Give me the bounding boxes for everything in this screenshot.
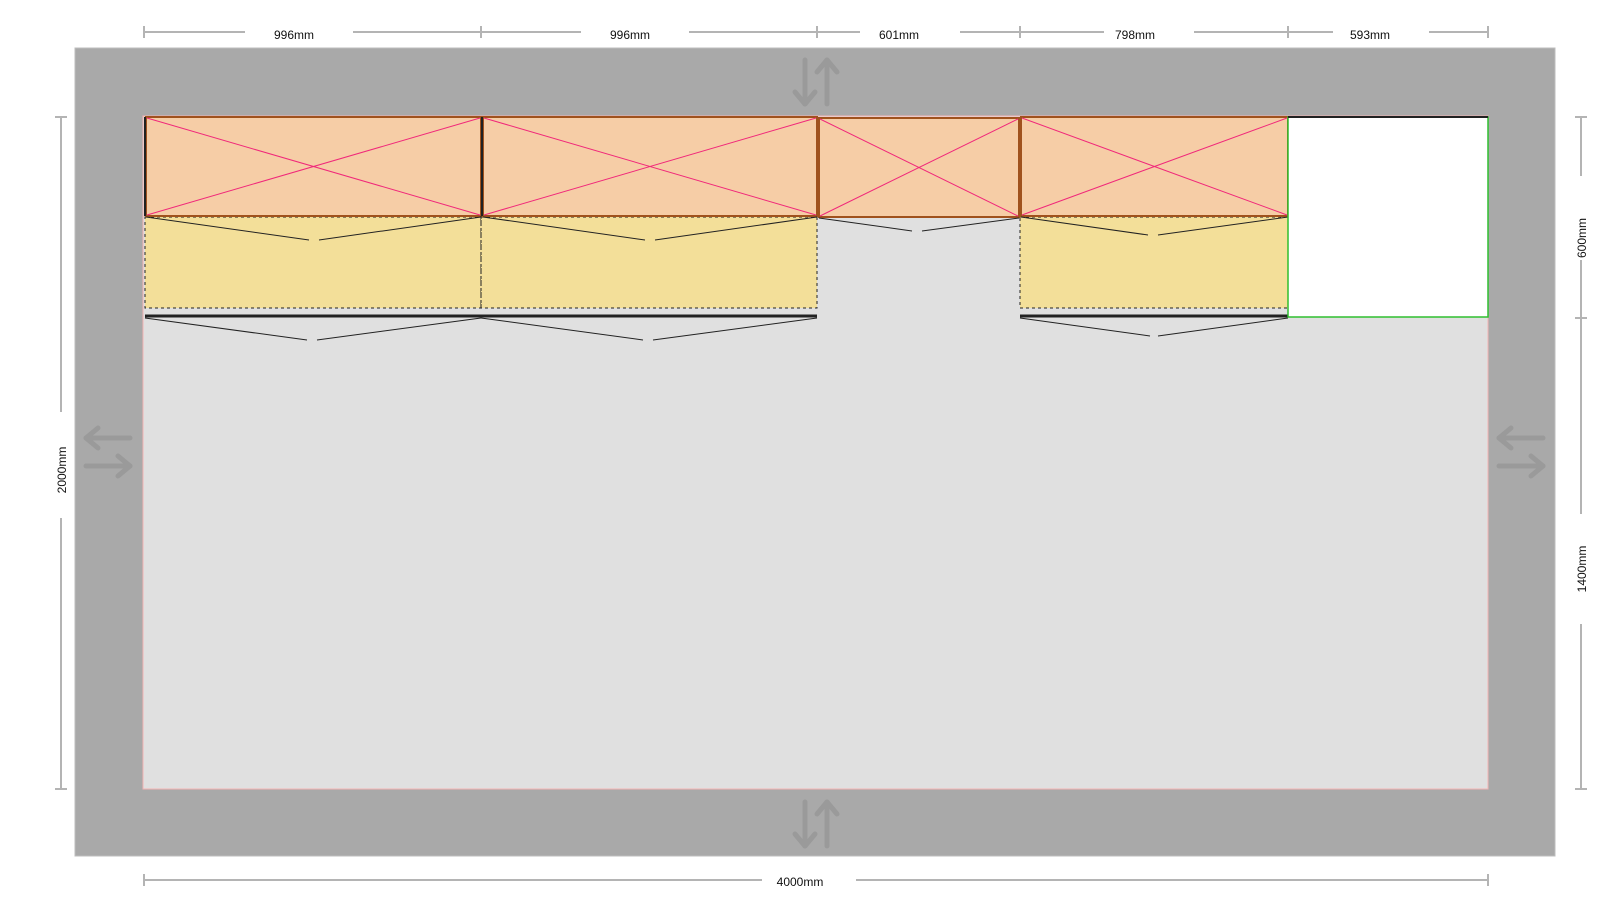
cross-line xyxy=(819,118,1019,217)
label-gap xyxy=(762,872,856,888)
right-dimension: 600mm 1400mm xyxy=(1573,116,1589,790)
wall-cabinets xyxy=(144,116,1289,308)
dim-label-left: 2000mm xyxy=(55,447,69,494)
label-gap xyxy=(245,24,353,40)
swap-horizontal-icon[interactable] xyxy=(1496,425,1546,479)
door-swing xyxy=(654,216,818,241)
empty-slot[interactable] xyxy=(1287,116,1489,318)
dim-label-top-5: 593mm xyxy=(1350,28,1390,42)
dim-label-top-1: 996mm xyxy=(274,28,314,42)
label-gap xyxy=(860,24,960,40)
door-swing xyxy=(316,317,482,341)
left-dimension: 2000mm xyxy=(53,116,69,790)
cross-line xyxy=(146,117,481,216)
door-swing xyxy=(1157,317,1289,337)
dim-label-top-4: 798mm xyxy=(1115,28,1155,42)
door-swing xyxy=(1019,317,1151,337)
dim-label-right-2: 1400mm xyxy=(1575,546,1589,593)
swap-vertical-icon[interactable] xyxy=(792,799,840,849)
door-swing xyxy=(921,217,1020,232)
door-swing xyxy=(1157,216,1289,236)
label-gap xyxy=(1104,24,1194,40)
door-swing xyxy=(145,216,310,241)
dim-label-right-1: 600mm xyxy=(1575,218,1589,258)
door-swing xyxy=(482,216,646,241)
label-gap xyxy=(1573,514,1589,624)
door-swing xyxy=(144,317,308,341)
cross-line xyxy=(1021,117,1288,216)
door-swing xyxy=(652,317,818,341)
dim-label-top-3: 601mm xyxy=(879,28,919,42)
label-gap xyxy=(1333,24,1429,40)
cross-line xyxy=(483,117,817,216)
base-cabinets xyxy=(144,216,1289,341)
dim-label-top-2: 996mm xyxy=(610,28,650,42)
base-cabinet-1[interactable] xyxy=(144,216,482,309)
label-gap xyxy=(581,24,689,40)
door-swing xyxy=(318,216,482,241)
door-swing xyxy=(480,317,644,341)
label-gap xyxy=(1573,176,1589,260)
bottom-dimension: 4000mm xyxy=(143,872,1489,889)
top-dimension: 996mm 996mm 601mm 798mm 593mm xyxy=(143,24,1489,42)
dim-label-bottom: 4000mm xyxy=(777,875,824,889)
swap-vertical-icon[interactable] xyxy=(792,57,840,107)
label-gap xyxy=(53,412,69,518)
door-swing xyxy=(1020,216,1149,236)
swap-horizontal-icon[interactable] xyxy=(83,425,133,479)
base-cabinet-4[interactable] xyxy=(1019,216,1289,309)
door-swing xyxy=(818,217,913,232)
base-cabinet-2[interactable] xyxy=(480,216,818,309)
